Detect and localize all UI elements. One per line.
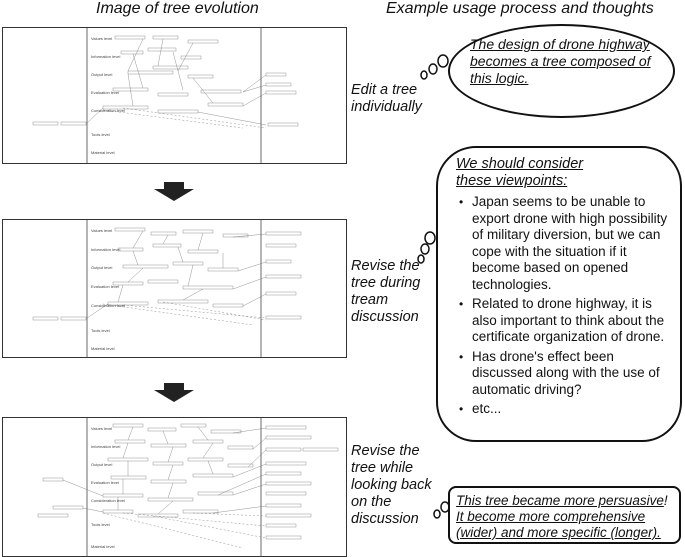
thought-bubble-2: We should consider these viewpoints: Jap… xyxy=(436,146,682,442)
row-label: Consideration level xyxy=(91,303,126,308)
viewpoints-list: Japan seems to be unable to export drone… xyxy=(456,194,674,418)
row-label: Consideration level xyxy=(91,498,126,503)
bubble-1-line: becomes a tree composed of xyxy=(470,53,651,69)
row-label: Consideration level xyxy=(91,108,126,113)
bubble-1-line: this logic. xyxy=(470,70,529,86)
bubble-3-text: (wider) and more specific (longer). xyxy=(456,525,661,540)
list-item: Japan seems to be unable to export drone… xyxy=(456,194,674,293)
row-label: Information level xyxy=(91,444,121,449)
row-label: Output level xyxy=(91,462,113,467)
row-label: Tools level xyxy=(91,328,110,333)
row-label: Evaluation level xyxy=(91,90,120,95)
tree-screenshot-3: Values level Information level Output le… xyxy=(2,417,347,557)
row-label: Values level xyxy=(91,228,113,233)
list-item: etc... xyxy=(456,401,674,418)
bubble-2-title: these viewpoints: xyxy=(456,173,568,189)
row-label: Information level xyxy=(91,54,121,59)
right-column-header: Example usage process and thoughts xyxy=(386,0,654,17)
row-label: Material level xyxy=(91,150,115,155)
row-label: Tools level xyxy=(91,522,110,527)
row-label: Output level xyxy=(91,72,113,77)
row-label: Material level xyxy=(91,544,115,549)
tree-screenshot-2: Values level Information level Output le… xyxy=(2,219,347,358)
tree-diagram-3 xyxy=(37,418,339,556)
bubble-3-text: This tree became more persuasive xyxy=(456,493,664,508)
bubble-3-exclaim: ! xyxy=(663,493,668,508)
tree-diagram-2 xyxy=(32,220,302,357)
row-label: Tools level xyxy=(91,132,110,137)
down-arrow-icon xyxy=(154,182,194,201)
row-label: Values level xyxy=(91,36,113,41)
thought-bubble-1: The design of drone highway becomes a tr… xyxy=(448,24,675,118)
row-label: Evaluation level xyxy=(91,284,120,289)
bubble-3-text: It become more comprehensive xyxy=(456,509,646,524)
down-arrow-icon xyxy=(154,383,194,402)
row-label: Values level xyxy=(91,426,113,431)
row-label: Output level xyxy=(91,265,113,270)
bubble-2-title: We should consider xyxy=(456,156,584,172)
row-label: Evaluation level xyxy=(91,480,120,485)
list-item: Related to drone highway, it is also imp… xyxy=(456,296,674,346)
tree-diagram-1 xyxy=(32,28,299,163)
bubble-1-line: The design of drone highway xyxy=(470,36,650,52)
row-label: Information level xyxy=(91,247,121,252)
tree-screenshot-1: Values level Information level Output le… xyxy=(2,27,347,164)
left-column-header: Image of tree evolution xyxy=(96,0,259,17)
row-label: Material level xyxy=(91,346,115,351)
list-item: Has drone's effect been discussed along … xyxy=(456,349,674,399)
thought-bubble-3: This tree became more persuasive! It bec… xyxy=(448,486,681,544)
